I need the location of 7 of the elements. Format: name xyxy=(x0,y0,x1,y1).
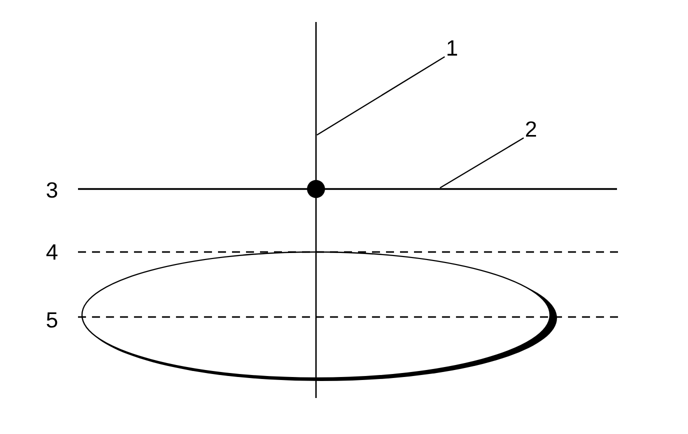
callout-number: 4 xyxy=(46,244,58,260)
callout-number: 1 xyxy=(448,40,458,56)
callout-number: 3 xyxy=(46,182,58,198)
leader-line xyxy=(440,137,524,188)
callout-number: 2 xyxy=(526,121,536,137)
leader-line xyxy=(316,56,445,136)
callout-number: 5 xyxy=(46,312,58,328)
